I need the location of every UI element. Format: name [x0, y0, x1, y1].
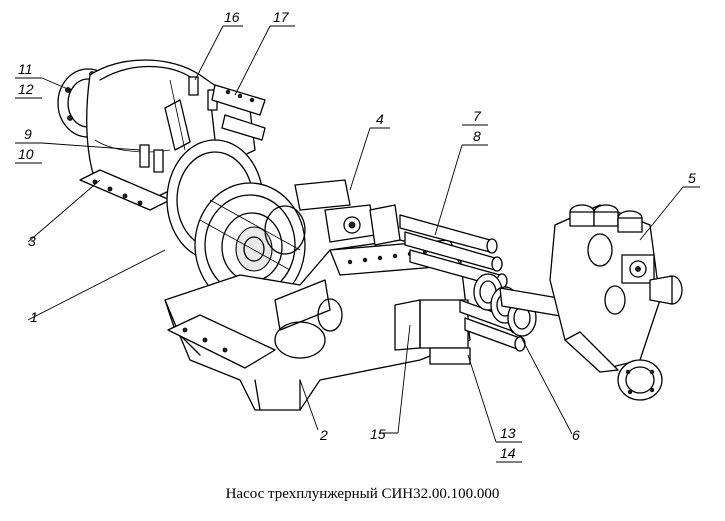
- leader-lines: [15, 25, 700, 463]
- callout-2: 2: [319, 427, 328, 443]
- crosshead-block: [294, 179, 401, 246]
- callout-4: 4: [376, 111, 384, 127]
- callout-14: 14: [500, 445, 516, 461]
- callout-labels: 16 17 11 12 9 10 3 1 4 7 8 5 2 15 13 14 …: [18, 9, 696, 461]
- callout-10: 10: [18, 146, 34, 162]
- callout-17: 17: [273, 9, 290, 25]
- callout-9: 9: [24, 126, 32, 142]
- callout-6: 6: [572, 427, 580, 443]
- callout-7: 7: [473, 108, 482, 124]
- callout-16: 16: [224, 9, 240, 25]
- callout-12: 12: [18, 81, 34, 97]
- callout-15: 15: [370, 426, 386, 442]
- crankshaft-gear-assembly: [166, 139, 306, 308]
- callout-11: 11: [18, 61, 33, 77]
- callout-3: 3: [28, 233, 36, 249]
- pump-frame: [164, 239, 471, 411]
- callout-5: 5: [688, 170, 696, 186]
- callout-13: 13: [500, 425, 516, 441]
- callout-8: 8: [473, 128, 481, 144]
- callout-1: 1: [30, 309, 38, 325]
- figure-caption: Насос трехплунжерный СИН32.00.100.000: [225, 486, 500, 502]
- hydraulic-manifold: [549, 204, 683, 401]
